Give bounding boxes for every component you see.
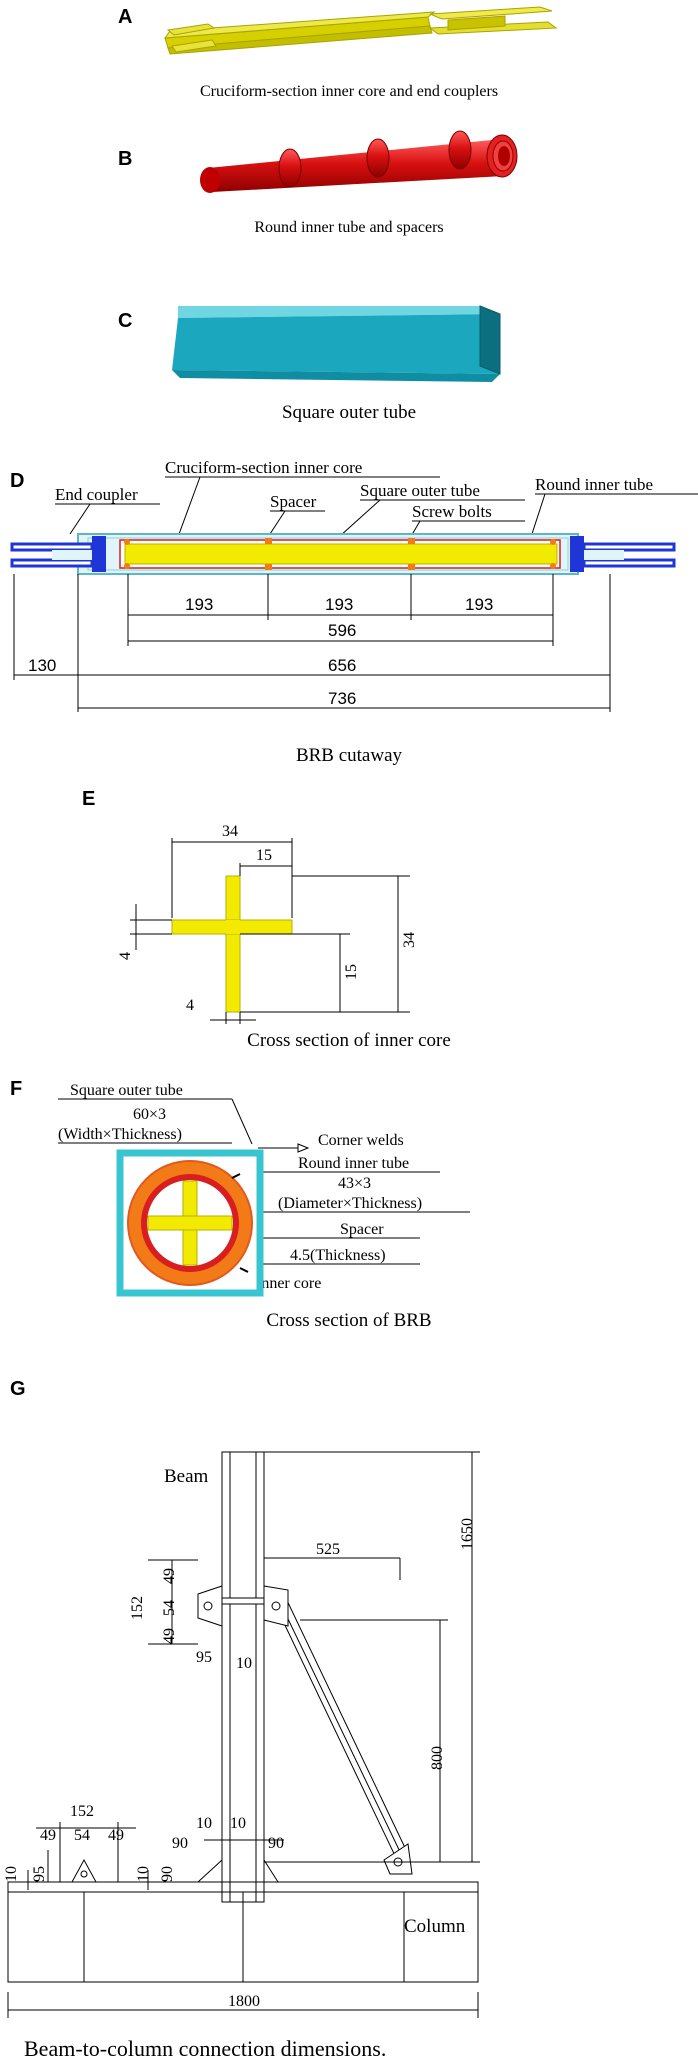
inner-core-cross-section-figure: 34 15 34 15 4 4 [117,823,418,1024]
leader-lines [55,476,698,546]
label-f-inner-note: (Diameter×Thickness) [278,1195,422,1212]
brace-member [263,1585,413,1875]
label-f-inner-dims: 43×3 [338,1175,371,1192]
dim-1800: 1800 [228,1993,260,2010]
caption-f: Cross section of BRB [266,1310,432,1331]
dim-10-e: 10 [230,1815,246,1832]
dim-95-b: 95 [31,1866,48,1882]
outer-tube-side [172,314,500,374]
outer-tube-opening [479,305,501,375]
end-coupler-right [428,6,558,35]
dim-54-a: 54 [161,1600,178,1616]
brb-cutaway-figure: End coupler Cruciform-section inner core… [10,458,698,712]
label-column: Column [404,1916,466,1937]
caption-g: Beam-to-column connection dimensions. [24,2036,387,2061]
dim-90-c: 90 [268,1835,284,1852]
label-f-outer-note: (Width×Thickness) [58,1126,182,1143]
dim-193-2: 193 [325,595,353,614]
dim-525: 525 [316,1541,340,1558]
caption-a: Cruciform-section inner core and end cou… [199,83,499,100]
outer-tube-front [172,370,500,382]
e-dimension-lines [130,838,410,1024]
end-coupler-left-shape [10,536,106,572]
dim-34-height: 34 [401,932,418,948]
dim-34-width: 34 [222,823,238,840]
label-f-outer-tube: Square outer tube [70,1082,183,1099]
corner-weld-marks [231,1173,249,1273]
inner-tube-3d-figure [200,130,518,193]
dim-1650: 1650 [459,1518,476,1550]
caption-d: BRB cutaway [295,745,403,766]
label-spacer: Spacer [270,492,317,511]
dim-152-a: 152 [129,1596,146,1620]
label-f-outer-dims: 60×3 [133,1106,166,1123]
panel-letter-g: G [10,1378,26,1400]
panel-letter-e: E [82,788,96,810]
brb-cross-section-figure: Square outer tube 60×3 (Width×Thickness)… [58,1082,470,1297]
dim-736: 736 [328,689,356,708]
beam-member [221,1451,265,1903]
dim-152-b: 152 [70,1803,94,1820]
inner-core-cross [147,1180,233,1266]
label-f-corner-welds: Corner welds [318,1132,404,1149]
dim-596: 596 [328,621,356,640]
dim-90-a: 90 [159,1866,176,1882]
label-f-inner-core: Inner core [256,1275,321,1292]
dim-130: 130 [28,656,56,675]
g-dimension-lines [7,1451,480,2018]
core-body [163,11,436,55]
dim-49-c: 49 [40,1827,56,1844]
dim-49-a: 49 [161,1568,178,1584]
panel-letter-f: F [10,1078,23,1100]
panel-letter-c: C [118,310,133,332]
label-outer-tube: Square outer tube [360,481,480,500]
label-f-spacer: Spacer [340,1221,384,1238]
label-f-inner-tube: Round inner tube [298,1155,409,1172]
dim-49-d: 49 [108,1827,124,1844]
dim-95-a: 95 [196,1649,212,1666]
dimension-lines [13,574,611,712]
spacer-rings [278,130,472,188]
dim-49-b: 49 [161,1628,178,1644]
label-beam: Beam [164,1466,209,1487]
dim-10-c: 10 [135,1866,152,1882]
dim-90-b: 90 [172,1835,188,1852]
end-coupler-right-shape [570,536,676,572]
gusset-plates [71,1585,279,1883]
label-inner-tube: Round inner tube [535,475,653,494]
end-coupler-left [166,23,217,53]
spacers [124,538,556,570]
dim-54-b: 54 [74,1827,90,1844]
caption-e: Cross section of inner core [247,1030,451,1051]
caption-c: Square outer tube [281,402,416,423]
panel-letter-b: B [118,148,133,170]
outer-tube-3d-figure [172,305,501,382]
dim-193-1: 193 [185,595,213,614]
label-inner-core: Cruciform-section inner core [165,458,362,477]
column-member [7,1881,479,1983]
dim-656: 656 [328,656,356,675]
inner-core-bar [124,543,558,565]
inner-core-3d-figure [163,6,558,55]
dim-4-left: 4 [117,952,134,960]
caption-b: Round inner tube and spacers [254,219,444,236]
dim-15-half: 15 [256,847,272,864]
dim-4-bottom: 4 [186,997,194,1014]
dim-10-d: 10 [196,1815,212,1832]
label-screw-bolts: Screw bolts [412,502,492,521]
label-f-spacer-dims: 4.5(Thickness) [290,1247,386,1264]
dim-10-b: 10 [3,1866,20,1882]
label-end-coupler: End coupler [55,485,138,504]
panel-letter-a: A [118,6,133,28]
dim-193-3: 193 [465,595,493,614]
beam-column-connection-figure: Beam Column [3,1451,480,2018]
dim-10-a: 10 [236,1655,252,1672]
dim-15-vhalf: 15 [343,964,360,980]
dim-800: 800 [429,1746,446,1770]
panel-letter-d: D [10,470,25,492]
cruciform-shape [171,875,293,1013]
